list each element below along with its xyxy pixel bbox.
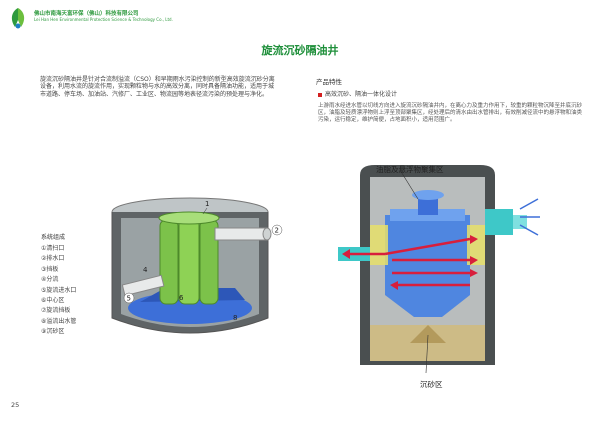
svg-text:5: 5 <box>127 295 131 303</box>
central-column <box>418 195 438 215</box>
list-item: ②排水口 <box>41 255 65 263</box>
callout-5: 5 <box>123 292 135 304</box>
feature-item-text: 高效沉砂、隔油一体化设计 <box>325 91 398 98</box>
central-column-top <box>412 190 444 200</box>
vortex-body <box>385 215 470 317</box>
outlet-pipe <box>214 227 268 241</box>
chamber-top <box>158 211 220 225</box>
left-cutaway-diagram: 1 2 4 5 6 8 <box>111 197 283 334</box>
company-logo-icon <box>11 8 25 29</box>
svg-text:2: 2 <box>275 227 279 235</box>
svg-text:4: 4 <box>143 266 148 274</box>
outlet-pipe-end <box>262 227 272 241</box>
outlet-arrows <box>519 198 540 236</box>
right-guide <box>467 225 485 265</box>
list-item: ⑥中心区 <box>41 296 65 304</box>
right-cross-section-diagram <box>338 165 540 374</box>
callout-4: 4 <box>143 266 148 274</box>
inlet-pipe <box>121 274 165 297</box>
list-item: ③挡板 <box>41 265 59 273</box>
list-item: ⑧溢流出水管 <box>41 317 77 325</box>
intro-paragraph: 旋流沉砂隔油井是针对合流制溢流（CSO）和早期雨水污染控制的新型高效旋流沉砂分离… <box>40 76 275 98</box>
oil-zone-label: 油脂及悬浮物聚集区 <box>376 165 444 174</box>
components-list: ①清扫口 ②排水口 ③挡板 ④分流 ⑤旋流进水口 ⑥中心区 ⑦旋流挡板 ⑧溢流出… <box>41 244 76 338</box>
svg-text:6: 6 <box>179 294 184 302</box>
company-name-cn: 佛山市南海天富环保（佛山）科技有限公司 <box>34 11 139 17</box>
page-number: 25 <box>11 401 20 409</box>
sand-zone-label: 沉砂区 <box>420 380 443 389</box>
red-bullet-icon <box>318 92 322 97</box>
feature-item: 高效沉砂、隔油一体化设计 <box>318 89 397 98</box>
sand-leader-line <box>425 334 429 374</box>
features-heading: 产品特性 <box>316 78 342 86</box>
list-item: ①清扫口 <box>41 245 65 252</box>
callout-2: 2 <box>271 224 283 236</box>
left-guide <box>370 225 388 265</box>
chamber-center <box>178 215 200 305</box>
svg-text:8: 8 <box>233 314 237 322</box>
outlet-port <box>513 215 527 229</box>
callout-6: 6 <box>179 294 184 302</box>
outlet-chamber <box>485 209 513 235</box>
components-heading: 系统组成 <box>41 234 66 241</box>
list-item: ④分流 <box>41 276 59 284</box>
oil-leader-line <box>399 169 419 200</box>
callout-8: 8 <box>233 314 237 322</box>
flow-arrows <box>350 237 471 287</box>
page-title: 旋流沉砂隔油井 <box>261 44 339 57</box>
company-name-en: Lei Han Hen Environmental Protection Sci… <box>34 17 173 22</box>
list-item: ⑤旋流进水口 <box>41 286 77 294</box>
features-description: 上游雨水经进水管以切线方向进入旋流沉砂隔油井内，在离心力及重力作用下，较重的颗粒… <box>318 103 583 123</box>
list-item: ⑦旋流挡板 <box>41 307 71 315</box>
callout-1: 1 <box>202 200 209 215</box>
list-item: ⑨沉砂区 <box>41 328 65 336</box>
arrow-heads <box>342 235 478 290</box>
sand-cone <box>410 325 446 343</box>
chamber-left <box>159 219 179 305</box>
svg-text:1: 1 <box>205 200 209 208</box>
